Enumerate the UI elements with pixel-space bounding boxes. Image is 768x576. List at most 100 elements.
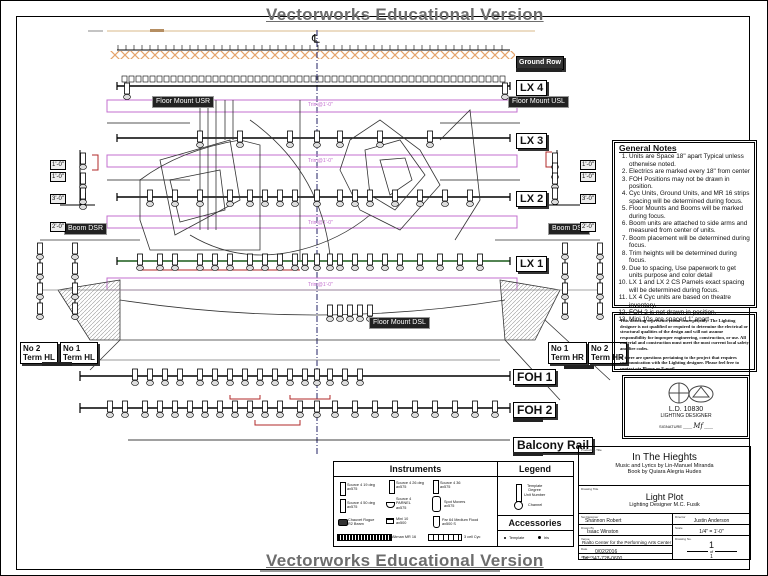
fixture-icon[interactable] [171, 400, 179, 418]
label-floor-mount-dsl[interactable]: Floor Mount DSL [369, 317, 430, 329]
fixture-icon[interactable] [241, 368, 249, 386]
boom-fixture-icon[interactable] [79, 187, 87, 205]
fixture-icon[interactable] [231, 400, 239, 418]
tormentor-fixture-icon[interactable] [71, 262, 79, 280]
fixture-icon[interactable] [411, 400, 419, 418]
label-lx2[interactable]: LX 2 [516, 191, 548, 207]
fixture-icon[interactable] [286, 368, 294, 386]
tormentor-fixture-icon[interactable] [596, 262, 604, 280]
fixture-icon[interactable] [236, 130, 244, 148]
fixture-icon[interactable] [376, 130, 384, 148]
tormentor-fixture-icon[interactable] [36, 242, 44, 260]
label-no1-term-hl[interactable]: No 1 Term HL [60, 342, 98, 364]
fixture-icon[interactable] [416, 253, 424, 271]
boom-fixture-icon[interactable] [79, 152, 87, 170]
tormentor-fixture-icon[interactable] [36, 262, 44, 280]
fixture-icon[interactable] [356, 368, 364, 386]
fixture-icon[interactable] [466, 189, 474, 207]
fixture-icon[interactable] [176, 368, 184, 386]
tormentor-fixture-icon[interactable] [71, 242, 79, 260]
fixture-icon[interactable] [226, 189, 234, 207]
boom-fixture-icon[interactable] [551, 172, 559, 190]
fixture-icon[interactable] [141, 400, 149, 418]
fixture-icon[interactable] [391, 400, 399, 418]
fixture-icon[interactable] [246, 189, 254, 207]
fixture-icon[interactable] [196, 130, 204, 148]
fixture-icon[interactable] [296, 400, 304, 418]
fixture-icon[interactable] [196, 253, 204, 271]
floor-mount-fixture-icon[interactable] [356, 304, 364, 322]
label-lx4[interactable]: LX 4 [516, 80, 548, 96]
fixture-icon[interactable] [336, 189, 344, 207]
fixture-icon[interactable] [211, 253, 219, 271]
fixture-icon[interactable] [286, 130, 294, 148]
fixture-icon[interactable] [271, 368, 279, 386]
fixture-icon[interactable] [261, 253, 269, 271]
fixture-icon[interactable] [156, 253, 164, 271]
fixture-icon[interactable] [451, 400, 459, 418]
fixture-icon[interactable] [313, 400, 321, 418]
fixture-icon[interactable] [131, 368, 139, 386]
tormentor-fixture-icon[interactable] [36, 282, 44, 300]
floor-mount-fixture-icon[interactable] [336, 304, 344, 322]
fixture-icon[interactable] [186, 400, 194, 418]
fixture-icon[interactable] [391, 189, 399, 207]
fixture-icon[interactable] [276, 253, 284, 271]
tormentor-fixture-icon[interactable] [561, 302, 569, 320]
fixture-icon[interactable] [336, 130, 344, 148]
fixture-icon[interactable] [371, 400, 379, 418]
fixture-icon[interactable] [136, 253, 144, 271]
floor-mount-fixture-icon[interactable] [123, 82, 131, 100]
fixture-icon[interactable] [301, 253, 309, 271]
fixture-icon[interactable] [396, 253, 404, 271]
fixture-icon[interactable] [276, 400, 284, 418]
label-lx1[interactable]: LX 1 [516, 256, 548, 272]
fixture-icon[interactable] [456, 253, 464, 271]
fixture-icon[interactable] [156, 400, 164, 418]
fixture-icon[interactable] [276, 189, 284, 207]
fixture-icon[interactable] [491, 400, 499, 418]
tormentor-fixture-icon[interactable] [561, 242, 569, 260]
tormentor-fixture-icon[interactable] [561, 282, 569, 300]
tormentor-fixture-icon[interactable] [596, 242, 604, 260]
label-foh2[interactable]: FOH 2 [513, 402, 557, 418]
fixture-icon[interactable] [351, 400, 359, 418]
fixture-icon[interactable] [336, 253, 344, 271]
label-no2-term-hl[interactable]: No 2 Term HL [20, 342, 58, 364]
label-no2-term-hr[interactable]: No 2 Term HR [588, 342, 627, 364]
fixture-icon[interactable] [313, 368, 321, 386]
fixture-icon[interactable] [313, 253, 321, 271]
fixture-icon[interactable] [471, 400, 479, 418]
fixture-icon[interactable] [261, 400, 269, 418]
fixture-icon[interactable] [246, 253, 254, 271]
fixture-icon[interactable] [351, 189, 359, 207]
fixture-icon[interactable] [326, 368, 334, 386]
fixture-icon[interactable] [313, 189, 321, 207]
floor-mount-fixture-icon[interactable] [501, 82, 509, 100]
boom-fixture-icon[interactable] [551, 187, 559, 205]
fixture-icon[interactable] [291, 253, 299, 271]
fixture-icon[interactable] [256, 368, 264, 386]
fixture-icon[interactable] [146, 368, 154, 386]
label-balcony-rail[interactable]: Balcony Rail [513, 437, 594, 453]
label-boom-dsr[interactable]: Boom DSR [64, 223, 108, 235]
fixture-icon[interactable] [441, 189, 449, 207]
floor-mount-fixture-icon[interactable] [326, 304, 334, 322]
fixture-icon[interactable] [171, 189, 179, 207]
label-foh1[interactable]: FOH 1 [513, 369, 557, 385]
fixture-icon[interactable] [313, 130, 321, 148]
fixture-icon[interactable] [476, 253, 484, 271]
fixture-icon[interactable] [431, 400, 439, 418]
fixture-icon[interactable] [121, 400, 129, 418]
label-no1-term-hr[interactable]: No 1 Term HR [548, 342, 587, 364]
fixture-icon[interactable] [366, 253, 374, 271]
tormentor-fixture-icon[interactable] [71, 282, 79, 300]
fixture-icon[interactable] [436, 253, 444, 271]
label-lx3[interactable]: LX 3 [516, 133, 548, 149]
fixture-icon[interactable] [291, 189, 299, 207]
label-floor-mount-usl[interactable]: Floor Mount USL [508, 96, 569, 108]
fixture-icon[interactable] [146, 189, 154, 207]
fixture-icon[interactable] [201, 400, 209, 418]
fixture-icon[interactable] [171, 253, 179, 271]
fixture-icon[interactable] [246, 400, 254, 418]
